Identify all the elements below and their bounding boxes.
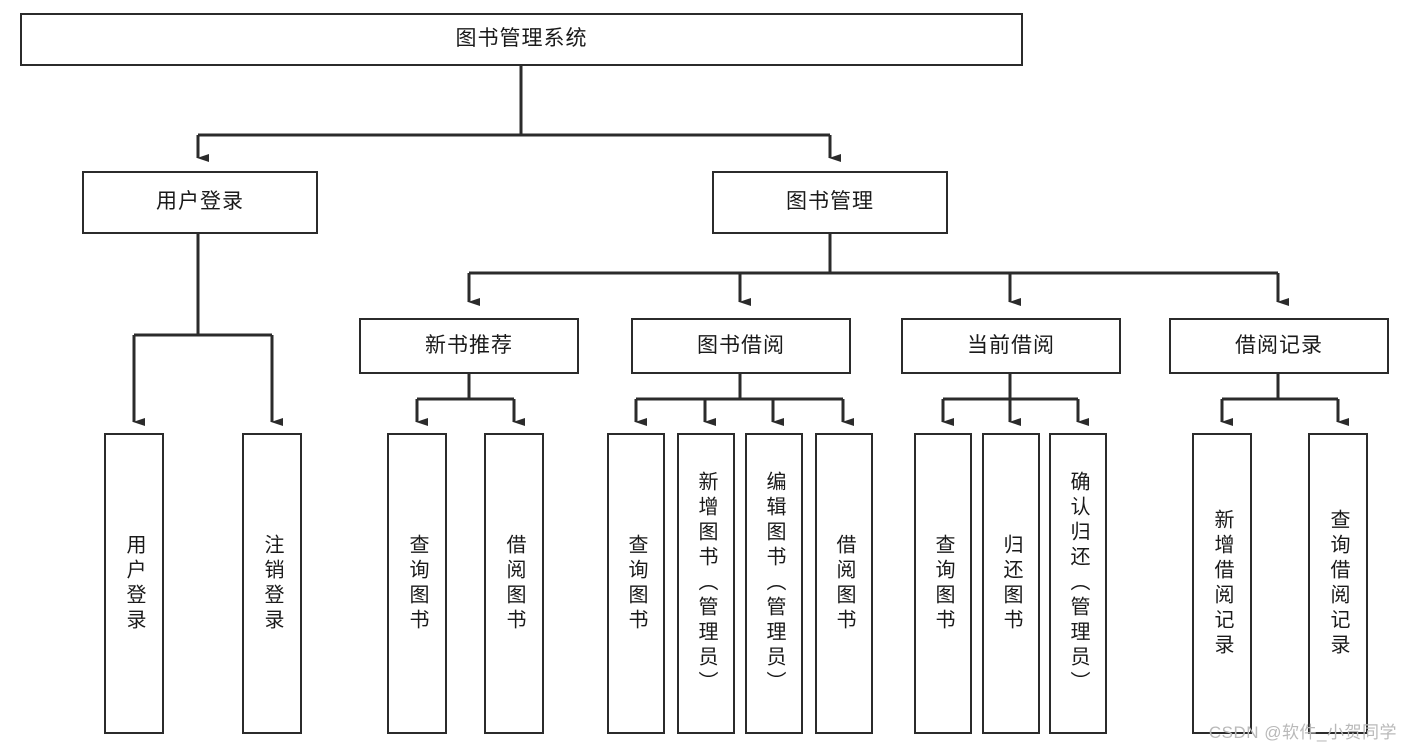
node-label: 借阅记录	[1235, 333, 1323, 357]
node-label: 注销登录	[261, 533, 283, 634]
node-label: 归还图书	[1000, 533, 1022, 634]
node-book-borrow[interactable]: 图书借阅	[631, 318, 851, 374]
node-label: 用户登录	[123, 533, 145, 634]
leaf-confirm-return-admin[interactable]: 确认归还（管理员）	[1049, 433, 1107, 734]
node-new-book-recommend[interactable]: 新书推荐	[359, 318, 579, 374]
node-label: 图书管理	[786, 190, 874, 214]
leaf-query-borrow-record[interactable]: 查询借阅记录	[1308, 433, 1368, 734]
leaf-query-book-borrow[interactable]: 查询图书	[607, 433, 665, 734]
node-user-login[interactable]: 用户登录	[82, 171, 318, 234]
leaf-add-book-admin[interactable]: 新增图书（管理员）	[677, 433, 735, 734]
leaf-add-borrow-record[interactable]: 新增借阅记录	[1192, 433, 1252, 734]
leaf-query-book-current[interactable]: 查询图书	[914, 433, 972, 734]
node-label: 新增借阅记录	[1211, 508, 1233, 659]
leaf-query-book-recommend[interactable]: 查询图书	[387, 433, 447, 734]
watermark: CSDN @软件_小贺同学	[1208, 723, 1397, 742]
node-label: 新书推荐	[425, 333, 513, 357]
leaf-user-logout[interactable]: 注销登录	[242, 433, 302, 734]
leaf-edit-book-admin[interactable]: 编辑图书（管理员）	[745, 433, 803, 734]
node-label: 新增图书（管理员）	[695, 471, 717, 696]
leaf-user-login[interactable]: 用户登录	[104, 433, 164, 734]
node-label: 借阅图书	[833, 533, 855, 634]
node-label: 图书管理系统	[455, 27, 588, 51]
node-label: 当前借阅	[967, 333, 1055, 357]
node-root-book-management-system[interactable]: 图书管理系统	[20, 13, 1023, 66]
node-label: 查询图书	[932, 533, 954, 634]
node-label: 查询图书	[406, 533, 428, 634]
node-label: 查询图书	[625, 533, 647, 634]
node-label: 编辑图书（管理员）	[763, 471, 785, 696]
leaf-borrow-book[interactable]: 借阅图书	[815, 433, 873, 734]
node-label: 确认归还（管理员）	[1067, 471, 1089, 696]
node-borrow-record[interactable]: 借阅记录	[1169, 318, 1389, 374]
node-label: 用户登录	[156, 190, 244, 214]
node-label: 查询借阅记录	[1327, 508, 1349, 659]
node-label: 图书借阅	[697, 333, 785, 357]
node-label: 借阅图书	[503, 533, 525, 634]
leaf-borrow-book-recommend[interactable]: 借阅图书	[484, 433, 544, 734]
node-current-borrow[interactable]: 当前借阅	[901, 318, 1121, 374]
node-book-management[interactable]: 图书管理	[712, 171, 948, 234]
leaf-return-book[interactable]: 归还图书	[982, 433, 1040, 734]
